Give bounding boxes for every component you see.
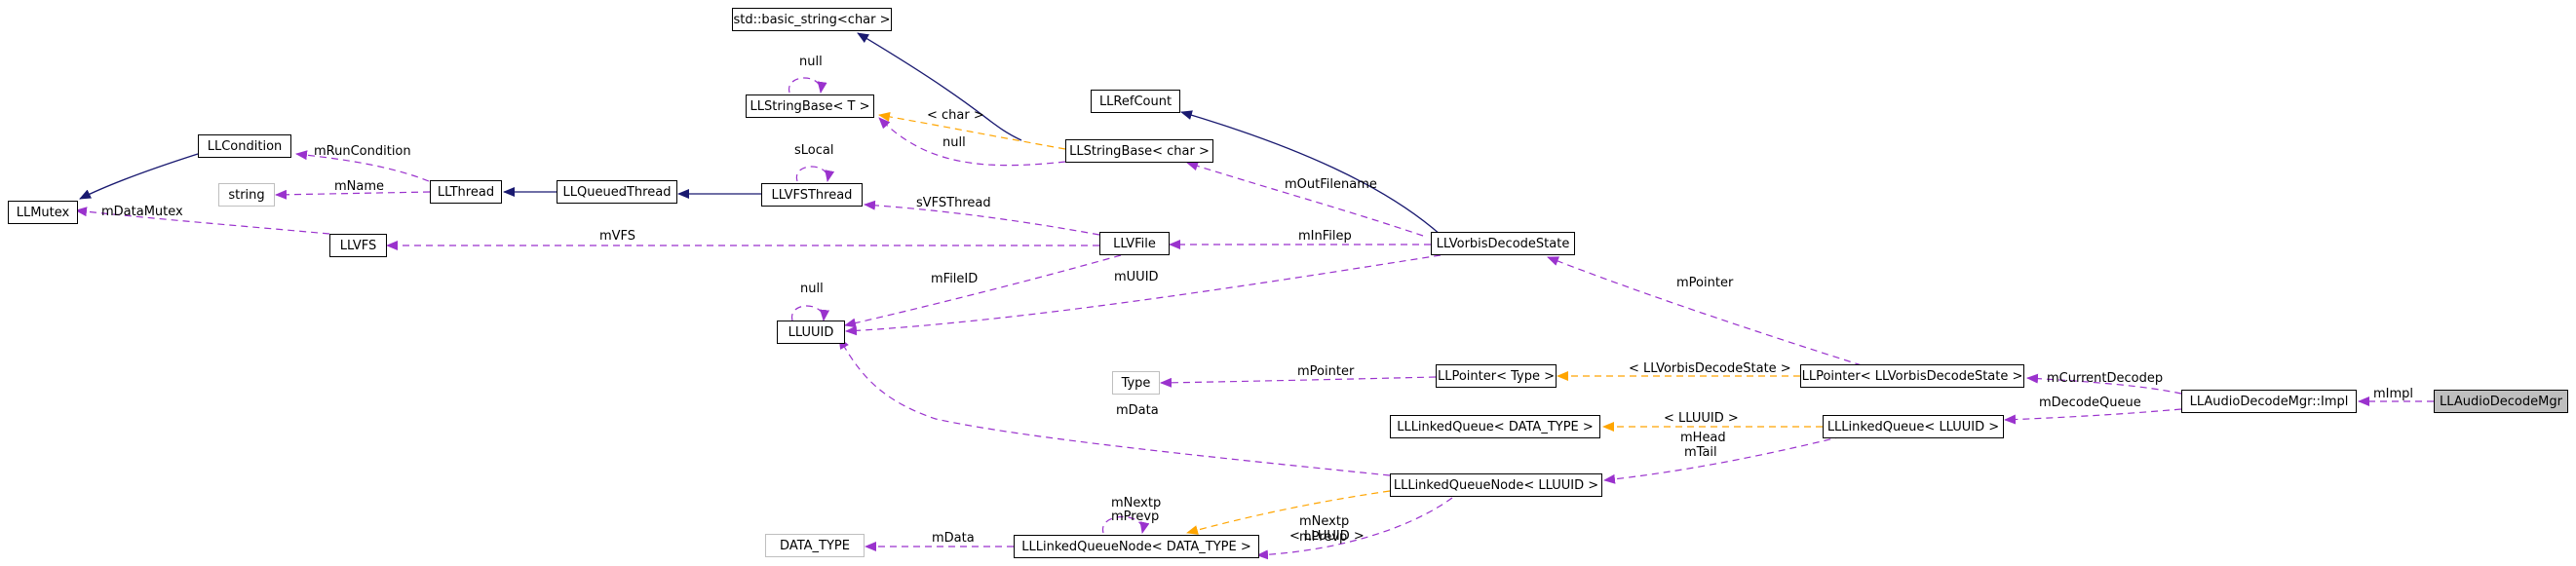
- edge-label-mdecodequeue: mDecodeQueue: [2039, 396, 2141, 410]
- edge-label-mprevp: mPrevp: [1299, 530, 1348, 545]
- edge-label-svfsthread: sVFSThread: [916, 196, 991, 210]
- edge-linkednode-lluuid-template: [1186, 490, 1391, 535]
- edge-label-vorbis-template: < LLVorbisDecodeState >: [1629, 361, 1791, 376]
- node-lllinkedqueuenode-datatype[interactable]: LLLinkedQueueNode< DATA_TYPE >: [1014, 535, 1259, 558]
- edge-loop-llstringbase-t: [788, 77, 827, 94]
- edge-linkedqueuenode-lluuid-lluuid: [838, 337, 1391, 476]
- edge-llthread-llcondition: [295, 150, 430, 182]
- edge-label-lluuid-template: < LLUUID >: [1664, 411, 1739, 426]
- node-llaudiodecodemgr-impl[interactable]: LLAudioDecodeMgr::Impl: [2181, 390, 2357, 413]
- edge-label-mtail: mTail: [1684, 445, 1717, 460]
- node-llaudiodecodemgr[interactable]: LLAudioDecodeMgr: [2434, 390, 2568, 413]
- edge-label-mvfs: mVFS: [599, 229, 636, 244]
- edge-llstringbase-basicstring: [857, 32, 1022, 141]
- edge-loop-lluuid: [791, 305, 830, 321]
- node-llvfile[interactable]: LLVFile: [1099, 232, 1170, 255]
- edge-label-moutfilename: mOutFilename: [1285, 177, 1377, 192]
- edge-llpointer-vorbis-vorbis: [1547, 256, 1863, 366]
- edge-label-mruncondition: mRunCondition: [314, 144, 411, 159]
- edge-llpointer-type-type: [1160, 376, 1437, 388]
- edge-label-mname: mName: [334, 179, 385, 194]
- node-llrefcount[interactable]: LLRefCount: [1091, 90, 1180, 113]
- edge-label-mnextp: mNextp: [1299, 514, 1350, 529]
- node-llvfs[interactable]: LLVFS: [329, 234, 387, 257]
- edge-label-mhead: mHead: [1680, 431, 1726, 445]
- node-lllinkedqueue-lluuid[interactable]: LLLinkedQueue< LLUUID >: [1823, 415, 2004, 438]
- node-lllinkedqueuenode-lluuid[interactable]: LLLinkedQueueNode< LLUUID >: [1390, 473, 1602, 497]
- edge-label-mdata: mData: [1116, 403, 1159, 418]
- edge-impl-linkedqueue-lluuid: [2004, 408, 2182, 425]
- edge-label-mprevp: mPrevp: [1111, 509, 1160, 524]
- edge-llthread-string: [275, 189, 431, 200]
- edge-vorbis-llstringbase-char: [1186, 161, 1424, 237]
- edge-linkednode-lluuid-linkednode-datatype: [1256, 497, 1453, 560]
- node-llstringbase-t[interactable]: LLStringBase< T >: [746, 94, 874, 118]
- edge-impl-llpointer-vorbis: [2026, 373, 2182, 395]
- edge-llstringbase-char-llstringbase-t: [878, 117, 1066, 167]
- edge-label-null: null: [799, 55, 823, 69]
- node-llcondition[interactable]: LLCondition: [198, 134, 291, 158]
- node-llthread[interactable]: LLThread: [430, 180, 502, 204]
- edge-llvfs-llmutex: [75, 207, 330, 235]
- node-string[interactable]: string: [218, 183, 275, 207]
- edge-label-null: null: [942, 135, 966, 150]
- node-llstringbase-char[interactable]: LLStringBase< char >: [1065, 139, 1213, 163]
- node-std-basic-string[interactable]: std::basic_string<char >: [732, 8, 892, 31]
- edge-llcondition-llmutex: [79, 153, 199, 200]
- edge-linkedqueue-lluuid-node: [1603, 435, 1843, 484]
- edge-label-muuid: mUUID: [1114, 270, 1159, 284]
- edge-label-mdata: mData: [932, 531, 975, 546]
- node-lllinkedqueue-datatype[interactable]: LLLinkedQueue< DATA_TYPE >: [1390, 415, 1600, 438]
- node-llpointer-vorbis[interactable]: LLPointer< LLVorbisDecodeState >: [1800, 364, 2024, 388]
- edge-label-lluuid-template: < LLUUID >: [1289, 529, 1365, 544]
- edge-label-mimpl: mImpl: [2373, 387, 2414, 401]
- edge-label-mpointer: mPointer: [1676, 276, 1734, 290]
- edge-label-slocal: sLocal: [794, 143, 834, 158]
- edge-label-mfileid: mFileID: [931, 272, 979, 286]
- edge-label-null: null: [800, 282, 824, 296]
- node-llqueuedthread[interactable]: LLQueuedThread: [557, 180, 677, 204]
- edge-llstringbase-char-template: [878, 111, 1066, 150]
- edge-vorbis-lluuid: [845, 254, 1442, 336]
- node-llpointer-type[interactable]: LLPointer< Type >: [1436, 364, 1557, 388]
- edge-label-mcurrentdecodep: mCurrentDecodep: [2047, 371, 2164, 386]
- node-lluuid[interactable]: LLUUID: [777, 321, 845, 344]
- node-llvfsthread[interactable]: LLVFSThread: [761, 183, 863, 207]
- edge-label-minfilep: mInFilep: [1298, 229, 1352, 244]
- node-llmutex[interactable]: LLMutex: [8, 201, 78, 224]
- edge-llvfile-lluuid: [844, 254, 1122, 328]
- node-type[interactable]: Type: [1112, 371, 1160, 395]
- node-llvorbisdecodestate[interactable]: LLVorbisDecodeState: [1431, 232, 1575, 255]
- edge-label-mdatamutex: mDataMutex: [101, 205, 183, 219]
- edge-label-mnextp: mNextp: [1111, 496, 1162, 510]
- edge-loop-llvfsthread: [795, 166, 835, 182]
- node-data-type[interactable]: DATA_TYPE: [765, 534, 865, 557]
- edge-label-char-template: < char >: [927, 108, 984, 123]
- edge-label-mpointer: mPointer: [1297, 364, 1355, 379]
- edge-vorbis-llrefcount: [1180, 110, 1442, 236]
- edge-loop-linkednode-datatype: [1102, 515, 1150, 534]
